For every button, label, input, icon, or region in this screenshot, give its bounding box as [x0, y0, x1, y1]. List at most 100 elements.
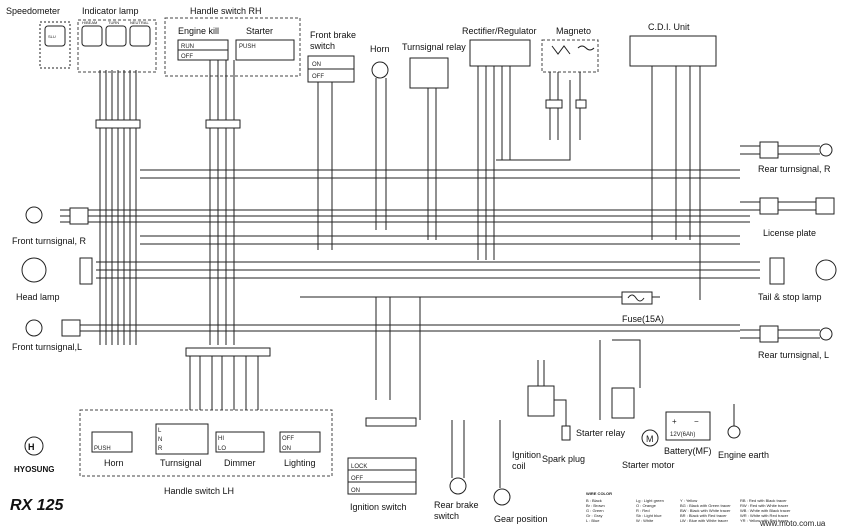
- starter-relay-box: [611, 387, 635, 419]
- legend-entry: RB : Red with Black tracer: [740, 498, 787, 503]
- battery-box: [665, 411, 711, 441]
- legend-entry: YR : Yellow with Red tracer: [740, 518, 789, 523]
- spark-plug-group: Spark plug: [542, 399, 585, 464]
- turnsignal-lh-label: Turnsignal: [160, 458, 202, 468]
- indicator-lamp-label: Indicator lamp: [82, 6, 139, 16]
- rectifier-group: Rectifier/Regulator: [462, 26, 537, 67]
- svg-text:OFF: OFF: [312, 74, 324, 80]
- svg-text:NEUTRAL: NEUTRAL: [130, 20, 149, 25]
- legend-entry: Y : Yellow: [680, 498, 697, 503]
- speedometer-group: Speedometer SLU: [6, 6, 71, 69]
- rear-turnsignal-l-group: Rear turnsignal, L: [740, 325, 833, 360]
- rectifier-label: Rectifier/Regulator: [462, 26, 537, 36]
- svg-text:LOCK: LOCK: [351, 464, 367, 470]
- watermark: www.moto.com.ua: [759, 519, 826, 528]
- svg-text:ON: ON: [282, 446, 291, 452]
- front-turnsignal-l-label: Front turnsignal,L: [12, 342, 82, 352]
- cdi-group: C.D.I. Unit: [629, 22, 717, 67]
- legend-entry: Sb : Light blue: [636, 513, 662, 518]
- horn-top-label: Horn: [370, 44, 390, 54]
- model-name: RX 125: [10, 497, 64, 514]
- svg-text:ON: ON: [312, 62, 321, 68]
- connector: [365, 417, 417, 427]
- starter-relay-label: Starter relay: [576, 428, 626, 438]
- front-brake-switch-group: Front brake switch ON OFF: [307, 30, 356, 83]
- connector: [95, 119, 141, 129]
- handle-switch-lh-label: Handle switch LH: [164, 486, 234, 496]
- svg-text:PUSH: PUSH: [94, 446, 111, 452]
- svg-text:−: −: [694, 417, 699, 426]
- front-turnsignal-r-group: Front turnsignal, R: [12, 206, 89, 246]
- rear-turnsignal-r-label: Rear turnsignal, R: [758, 164, 831, 174]
- speedometer-gauge: [44, 25, 66, 47]
- svg-text:12V(6Ah): 12V(6Ah): [670, 432, 695, 438]
- engine-kill-label: Engine kill: [178, 26, 219, 36]
- gear-position-icon: [493, 488, 511, 506]
- gear-position-group: Gear position: [493, 420, 548, 524]
- fuse-group: Fuse(15A): [621, 291, 664, 324]
- starter-label: Starter: [246, 26, 273, 36]
- turnsignal-relay-group: Turnsignal relay: [402, 42, 466, 89]
- ignition-coil-label: Ignition coil: [512, 450, 544, 471]
- ignition-switch-label: Ignition switch: [350, 502, 407, 512]
- tail-stop-lamp-group: Tail & stop lamp: [758, 257, 837, 302]
- front-turnsignal-r-label: Front turnsignal, R: [12, 236, 87, 246]
- ignition-coil-group: Ignition coil: [512, 360, 555, 471]
- head-lamp-label: Head lamp: [16, 292, 60, 302]
- svg-text:M: M: [646, 434, 654, 444]
- svg-text:OFF: OFF: [181, 54, 193, 60]
- svg-text:PUSH: PUSH: [239, 44, 256, 50]
- legend-entry: G : Green: [586, 508, 604, 513]
- starter-motor-group: M Starter motor: [622, 429, 675, 470]
- svg-text:HI: HI: [218, 436, 224, 442]
- starter-relay-group: Starter relay: [576, 339, 641, 438]
- legend-entry: BR : Black with Red tracer: [680, 513, 727, 518]
- rear-brake-switch-icon: [449, 477, 467, 495]
- rear-turnsignal-l-icon: [819, 327, 833, 341]
- legend-entry: B : Black: [586, 498, 602, 503]
- legend-entry: BW : Black with White tracer: [680, 508, 731, 513]
- legend-entry: Gr : Gray: [586, 513, 602, 518]
- speedometer-label: Speedometer: [6, 6, 60, 16]
- handle-switch-rh-label: Handle switch RH: [190, 6, 262, 16]
- head-lamp-icon: [21, 257, 47, 283]
- ignition-switch-box: [347, 457, 417, 495]
- license-plate-icon: [815, 197, 835, 215]
- legend-entry: L : Blue: [586, 518, 600, 523]
- ignition-switch-group: LOCK OFF ON Ignition switch: [347, 457, 417, 512]
- svg-text:ON: ON: [351, 488, 360, 494]
- connector: [575, 99, 587, 109]
- legend-entry: RW : Red with White tracer: [740, 503, 789, 508]
- rear-brake-switch-label: Rear brake switch: [434, 500, 481, 521]
- legend-entry: LW : Blue with White tracer: [680, 518, 729, 523]
- license-plate-label: License plate: [763, 228, 816, 238]
- legend-entry: Lg : Light green: [636, 498, 664, 503]
- svg-text:H/BEAM: H/BEAM: [82, 20, 97, 25]
- rectifier-box: [469, 39, 531, 67]
- battery-label: Battery(MF): [664, 446, 712, 456]
- license-plate-group: License plate: [740, 197, 835, 238]
- starter-motor-icon: [641, 429, 659, 447]
- legend-entry: WR : White with Red tracer: [740, 513, 789, 518]
- tail-stop-lamp-label: Tail & stop lamp: [758, 292, 822, 302]
- svg-text:OFF: OFF: [282, 436, 294, 442]
- head-lamp-group: Head lamp: [16, 257, 93, 302]
- connector: [205, 119, 241, 129]
- engine-earth-group: Engine earth: [718, 404, 769, 460]
- rear-turnsignal-l-label: Rear turnsignal, L: [758, 350, 829, 360]
- ignition-coil-box: [527, 385, 555, 417]
- legend-entry: WB : White with Black tracer: [740, 508, 791, 513]
- front-turnsignal-r-icon: [25, 206, 43, 224]
- fuse-icon: [621, 291, 653, 305]
- front-turnsignal-l-icon: [25, 319, 43, 337]
- engine-earth-label: Engine earth: [718, 450, 769, 460]
- handle-switch-lh-group: PUSH Horn L N R Turnsignal HI LO Dimmer …: [79, 356, 333, 496]
- tail-stop-lamp-icon: [815, 259, 837, 281]
- svg-text:WIRE COLOR: WIRE COLOR: [586, 491, 612, 496]
- turnsignal-relay-box: [409, 57, 449, 89]
- svg-text:H: H: [28, 442, 35, 452]
- turnsignal-relay-label: Turnsignal relay: [402, 42, 466, 52]
- horn-lh-label: Horn: [104, 458, 124, 468]
- magneto-group: Magneto: [541, 26, 599, 73]
